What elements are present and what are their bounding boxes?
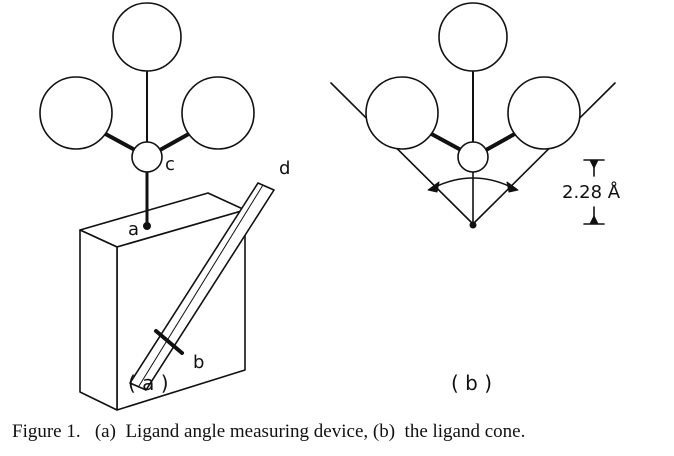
central-atom [131, 141, 163, 173]
label-d: d [279, 158, 290, 179]
panel-a-drawing [39, 2, 275, 411]
figure-caption: Figure 1. (a) Ligand angle measuring dev… [12, 421, 525, 442]
panel-b-drawing [330, 2, 616, 229]
cone-sphere-top [438, 2, 508, 72]
dimension-bar [583, 159, 605, 225]
dimension-label: 2.28 Å [562, 181, 621, 203]
cone-angle-arc [432, 177, 514, 189]
cone-sphere-left [365, 76, 439, 150]
cone-line-right [472, 82, 616, 225]
label-a: a [128, 219, 139, 240]
ligand-sphere-left [39, 76, 113, 150]
apex-point [469, 221, 477, 229]
pin [154, 329, 184, 355]
cone-line-left [330, 82, 474, 225]
pivot-point [143, 222, 151, 230]
cone-central-atom [457, 141, 489, 173]
ligand-sphere-right [181, 76, 255, 150]
label-b: b [193, 352, 204, 373]
panel-b-label: ( b ) [451, 371, 492, 395]
label-c: c [165, 154, 175, 175]
ligand-sphere-top [112, 2, 182, 72]
panel-a-label: ( a ) [128, 371, 169, 395]
cone-sphere-right [507, 76, 581, 150]
